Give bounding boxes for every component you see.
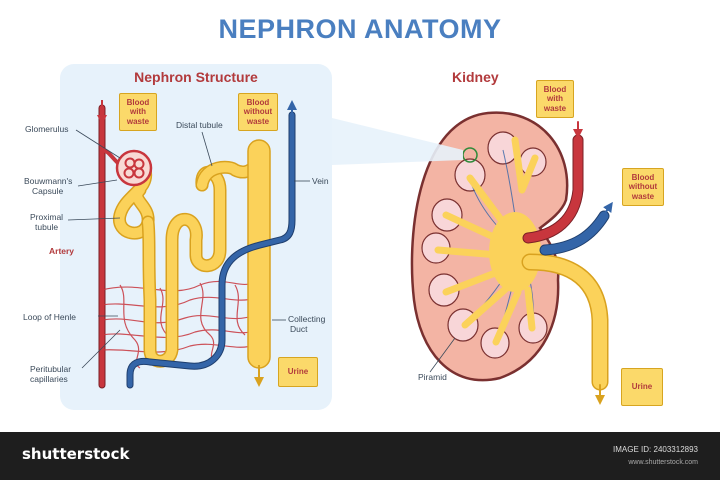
tag-text: waste (126, 116, 150, 126)
renal-artery (522, 121, 584, 244)
ureter (521, 253, 609, 405)
proximal-tubule-label-line1: Proximal (30, 212, 64, 222)
distal-tubule-label: Distal tubule (176, 120, 223, 130)
tag-text: without (628, 182, 658, 192)
renal-vein (539, 201, 613, 256)
zoom-callout (332, 118, 478, 165)
tag-text: with (130, 107, 146, 117)
tag-text: Blood (543, 84, 567, 94)
tag-text: waste (246, 116, 270, 126)
kidney-blood-without-waste-tag: Blood without waste (622, 168, 664, 206)
tag-text: with (547, 94, 563, 104)
glomerulus-label: Glomerulus (25, 124, 69, 134)
peritubular-label-line2: capillaries (30, 374, 68, 384)
loop-of-henle-label: Loop of Henle (23, 312, 76, 322)
blood-with-waste-tag: Blood with waste (119, 93, 157, 131)
shutterstock-logo[interactable]: shutterstock (22, 445, 130, 463)
anatomy-illustration (67, 100, 613, 405)
proximal-tubule-label-line2: tubule (35, 222, 59, 232)
tag-text: Blood (126, 97, 150, 107)
kidney-blood-with-waste-tag: Blood with waste (536, 80, 574, 118)
collecting-duct-label-line1: Collecting (288, 314, 326, 324)
bowman-capsule-label-line1: Bouwmann's (24, 176, 73, 186)
image-id-text: IMAGE ID: 2403312893 (613, 445, 698, 454)
collecting-duct-label-line2: Duct (290, 324, 308, 334)
vein-label: Vein (312, 176, 329, 186)
tag-text: Blood (631, 172, 655, 182)
site-url-link[interactable]: www.shutterstock.com (628, 459, 698, 466)
blood-without-waste-tag: Blood without waste (238, 93, 278, 131)
vein-vessel (126, 100, 297, 389)
peritubular-label-line1: Peritubular (30, 364, 72, 374)
piramid-label: Piramid (418, 372, 447, 382)
kidney-panel-title: Kidney (452, 69, 499, 85)
collecting-duct (247, 139, 271, 387)
renal-pelvis (434, 136, 541, 346)
tag-text: Blood (246, 97, 270, 107)
tag-text: without (243, 107, 273, 117)
piramid-leader-line (429, 337, 456, 373)
bowman-capsule-label-line2: Capsule (32, 186, 64, 196)
glomerulus (115, 149, 153, 187)
artery-label: Artery (49, 246, 75, 256)
tag-text: waste (631, 191, 655, 201)
page-title: NEPHRON ANATOMY (218, 14, 502, 44)
nephron-panel-title: Nephron Structure (134, 69, 258, 85)
artery-vessel (97, 100, 122, 389)
nephron-leader-lines (67, 129, 310, 369)
kidney-urine-tag: Urine (621, 368, 663, 406)
tag-text: waste (543, 103, 567, 113)
footer-bar (0, 432, 720, 480)
urine-tag: Urine (278, 357, 318, 387)
